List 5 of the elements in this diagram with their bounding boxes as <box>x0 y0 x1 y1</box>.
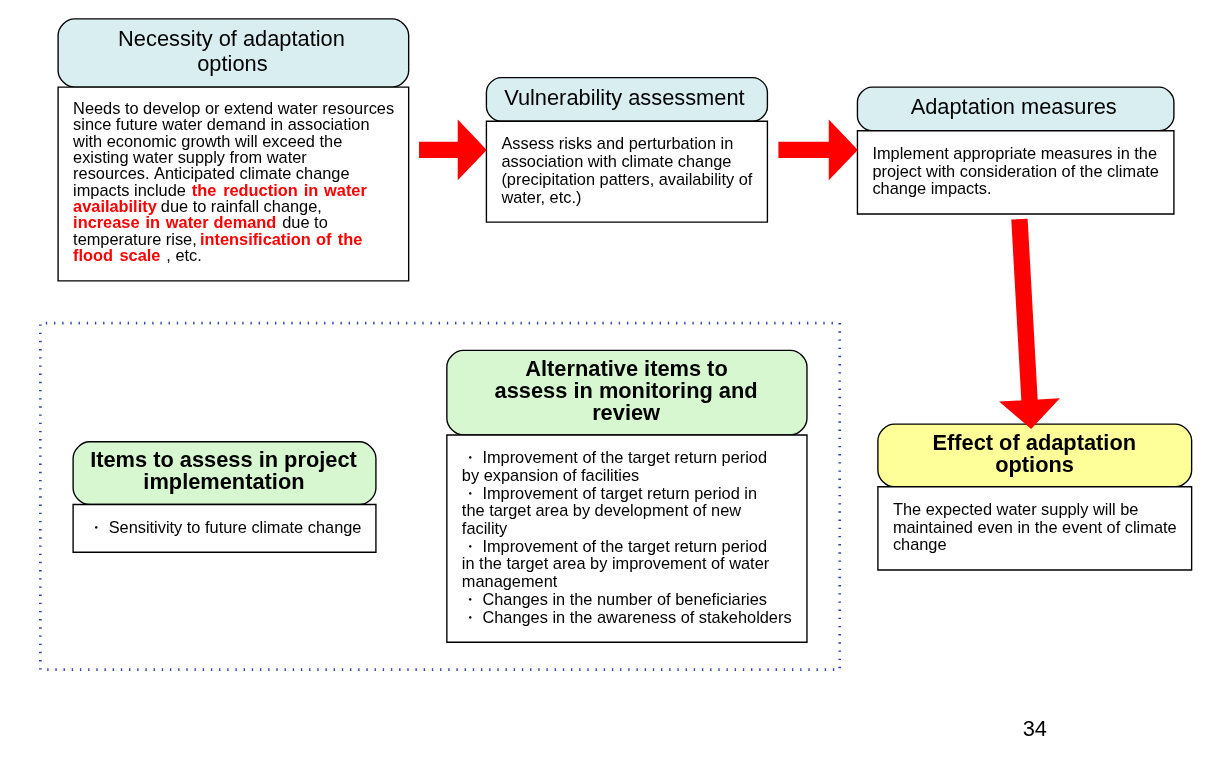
label: 34 <box>1022 716 1047 742</box>
arrow <box>778 119 858 181</box>
arrow <box>419 119 487 181</box>
arrow <box>999 218 1060 429</box>
cluster <box>39 321 842 671</box>
